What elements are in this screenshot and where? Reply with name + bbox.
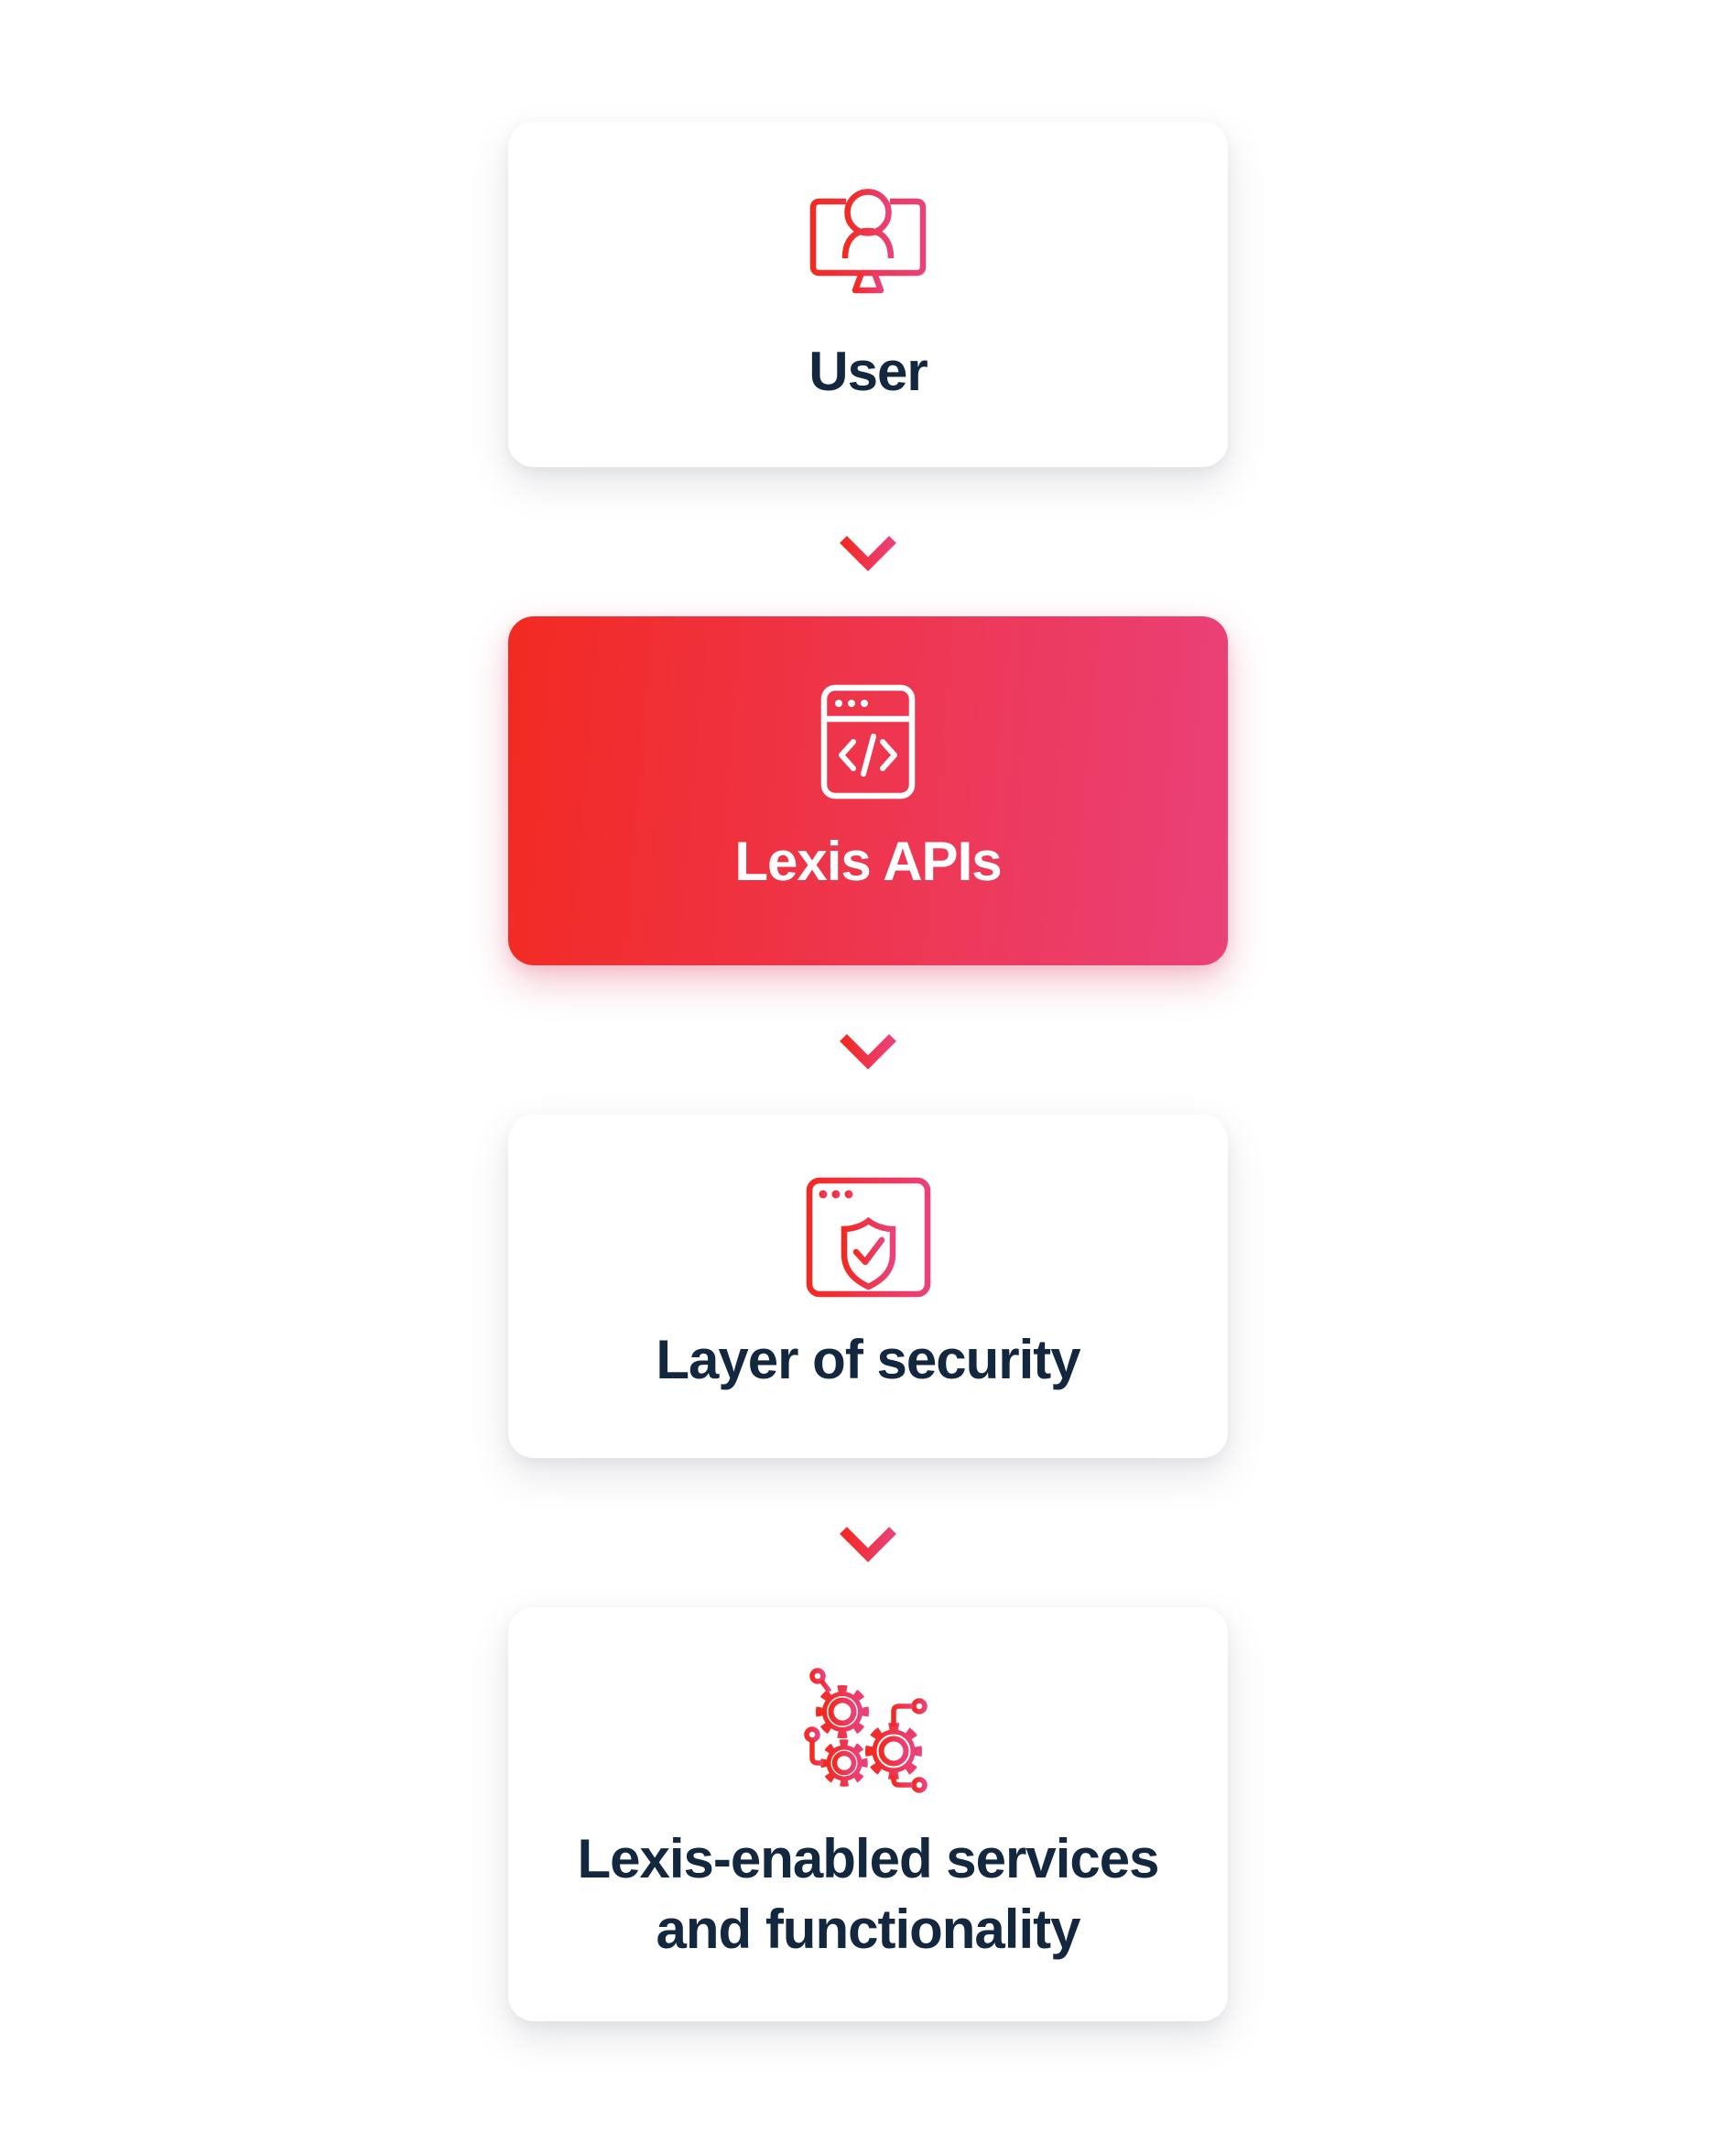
card-label-line-2: and functionality [656, 1898, 1080, 1960]
flow-card-lexis-enabled-services: Lexis-enabled services and functionality [508, 1607, 1228, 2021]
flow-connector-3 [508, 1458, 1228, 1607]
card-label-lexis-enabled-services: Lexis-enabled services and functionality [577, 1824, 1159, 1965]
flow-card-layer-of-security: Layer of security [508, 1115, 1228, 1458]
card-label-line-1: Lexis-enabled services [577, 1827, 1159, 1889]
shield-check-window-icon [806, 1177, 931, 1298]
card-label-layer-of-security: Layer of security [656, 1329, 1080, 1391]
connected-gears-icon [804, 1664, 932, 1797]
flow-card-lexis-apis: Lexis APIs [508, 616, 1228, 965]
card-label-user: User [808, 341, 928, 403]
code-window-icon [820, 684, 916, 800]
user-on-monitor-icon [804, 181, 932, 310]
flow-connector-1 [508, 467, 1228, 616]
flow-connector-2 [508, 965, 1228, 1115]
down-arrow-icon [832, 1499, 904, 1567]
flow-card-user: User [508, 122, 1228, 467]
card-label-lexis-apis: Lexis APIs [734, 831, 1002, 893]
down-arrow-icon [832, 508, 904, 576]
down-arrow-icon [832, 1007, 904, 1074]
flow-stack: User [508, 122, 1228, 2021]
